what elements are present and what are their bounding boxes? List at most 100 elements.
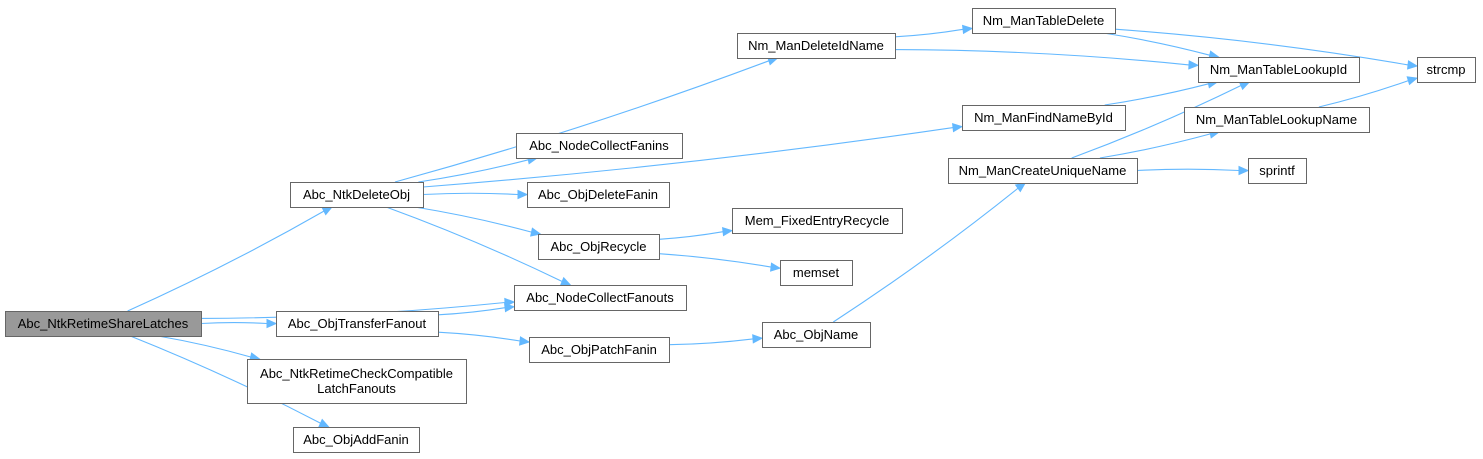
node-box: [780, 260, 853, 286]
edge-arrowhead: [1238, 165, 1250, 176]
node-label: Abc_ObjName: [774, 327, 859, 342]
edge-deleteidname-to-tablelookupid: [894, 49, 1200, 70]
edge-arrowhead: [530, 227, 542, 237]
edge-objname-to-createunique: [832, 182, 1027, 323]
edge-deleteobj-to-objrecycle: [414, 206, 542, 237]
edge-line: [1103, 32, 1210, 56]
edge-line: [1071, 85, 1242, 159]
node-collectfanouts[interactable]: Abc_NodeCollectFanouts: [514, 285, 687, 311]
edge-root-to-addfanin: [130, 335, 330, 428]
edge-arrowhead: [1406, 76, 1419, 86]
edge-line: [1099, 133, 1211, 159]
node-tabledelete[interactable]: Nm_ManTableDelete: [972, 8, 1116, 34]
node-box: [1184, 107, 1370, 133]
node-deleteobj[interactable]: Abc_NtkDeleteObj: [290, 182, 424, 208]
node-box: [514, 285, 687, 311]
node-box: [1248, 158, 1307, 184]
edge-line: [1114, 28, 1409, 66]
node-deleteidname[interactable]: Nm_ManDeleteIdName: [737, 33, 896, 59]
edge-arrowhead: [266, 318, 278, 329]
node-label: Abc_ObjRecycle: [550, 239, 646, 254]
edge-arrowhead: [519, 336, 531, 346]
node-label: Abc_NtkRetimeCheckCompatible: [260, 366, 453, 381]
edge-line: [158, 335, 251, 358]
node-label: strcmp: [1427, 62, 1466, 77]
node-tablelookupname[interactable]: Nm_ManTableLookupName: [1184, 107, 1370, 133]
edge-line: [422, 192, 519, 196]
node-label: Nm_ManTableLookupId: [1210, 62, 1347, 77]
edge-line: [414, 206, 532, 233]
node-box: [1417, 57, 1476, 83]
edge-line: [894, 28, 964, 38]
edge-patchfanin-to-objname: [668, 334, 764, 346]
edge-deleteidname-to-tabledelete: [894, 24, 974, 38]
edge-findnamebyid-to-tablelookupid: [1104, 79, 1219, 106]
node-transferfanout[interactable]: Abc_ObjTransferFanout: [276, 311, 439, 337]
node-tablelookupid[interactable]: Nm_ManTableLookupId: [1198, 57, 1360, 83]
node-label: Abc_NodeCollectFanouts: [526, 290, 674, 305]
edge-tablelookupname-to-strcmp: [1318, 76, 1419, 108]
edge-arrowhead: [952, 122, 964, 133]
edge-arrowhead: [318, 418, 330, 428]
edge-createunique-to-tablelookupname: [1099, 129, 1221, 159]
node-objname[interactable]: Abc_ObjName: [762, 322, 871, 348]
node-label: Nm_ManTableDelete: [983, 13, 1104, 28]
edge-line: [894, 49, 1190, 66]
edge-arrowhead: [1188, 60, 1200, 70]
edge-objrecycle-to-memset: [658, 253, 782, 272]
edge-arrowhead: [321, 206, 333, 216]
edge-arrowhead: [722, 226, 734, 237]
edge-arrowhead: [1014, 182, 1027, 193]
edge-line: [1136, 168, 1240, 172]
edge-root-to-checkcompat: [158, 335, 261, 362]
node-objdeletefanin[interactable]: Abc_ObjDeleteFanin: [527, 182, 670, 208]
node-sprintf[interactable]: sprintf: [1248, 158, 1307, 184]
node-patchfanin[interactable]: Abc_ObjPatchFanin: [529, 337, 670, 363]
edge-line: [658, 253, 772, 268]
node-fixedentry[interactable]: Mem_FixedEntryRecycle: [732, 208, 903, 234]
node-label: LatchFanouts: [317, 381, 396, 396]
edge-deleteobj-to-collectfanins: [418, 155, 539, 183]
node-box: [762, 322, 871, 348]
node-label: Abc_NtkRetimeShareLatches: [18, 316, 189, 331]
node-label: Nm_ManTableLookupName: [1196, 112, 1357, 127]
node-createunique[interactable]: Nm_ManCreateUniqueName: [948, 158, 1138, 184]
node-label: memset: [793, 265, 840, 280]
node-label: Abc_ObjDeleteFanin: [538, 187, 658, 202]
node-label: Abc_NtkDeleteObj: [303, 187, 410, 202]
edge-arrowhead: [770, 262, 782, 272]
edge-line: [422, 127, 954, 188]
edge-deleteobj-to-objdeletefanin: [422, 189, 529, 200]
edge-arrowhead: [1407, 60, 1419, 70]
node-root: Abc_NtkRetimeShareLatches: [5, 311, 202, 337]
node-box: [732, 208, 903, 234]
edge-objrecycle-to-fixedentry: [658, 226, 734, 240]
edge-line: [437, 307, 506, 316]
node-box: [290, 182, 424, 208]
edge-line: [200, 322, 268, 325]
node-objrecycle[interactable]: Abc_ObjRecycle: [538, 234, 660, 260]
node-label: Nm_ManFindNameById: [974, 110, 1113, 125]
node-memset[interactable]: memset: [780, 260, 853, 286]
node-box: [247, 359, 467, 404]
edge-line: [394, 60, 770, 183]
edge-line: [832, 187, 1019, 323]
node-findnamebyid[interactable]: Nm_ManFindNameById: [962, 105, 1126, 131]
edge-line: [437, 331, 521, 342]
edge-transferfanout-to-collectfanouts: [437, 302, 516, 316]
edge-line: [658, 231, 724, 240]
node-box: [276, 311, 439, 337]
edge-tabledelete-to-strcmp: [1114, 28, 1419, 70]
node-label: Abc_NodeCollectFanins: [529, 138, 669, 153]
edge-createunique-to-sprintf: [1136, 165, 1250, 176]
edge-line: [1104, 83, 1209, 106]
node-box: [962, 105, 1126, 131]
node-collectfanins[interactable]: Abc_NodeCollectFanins: [516, 133, 683, 159]
edge-line: [385, 206, 563, 282]
node-label: Mem_FixedEntryRecycle: [745, 213, 890, 228]
node-strcmp[interactable]: strcmp: [1417, 57, 1476, 83]
node-box: [737, 33, 896, 59]
node-addfanin[interactable]: Abc_ObjAddFanin: [293, 427, 420, 453]
